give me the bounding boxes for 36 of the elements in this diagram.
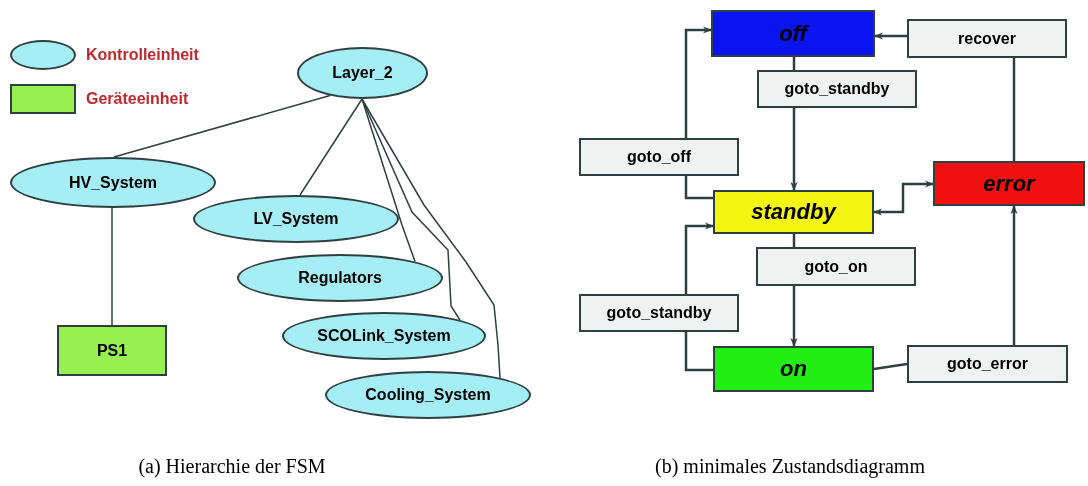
control-unit-ellipse: Cooling_System	[325, 371, 531, 419]
action-box: goto_standby	[757, 70, 917, 108]
connector-line	[684, 176, 713, 200]
action-box: goto_on	[756, 247, 916, 286]
action-box: goto_standby	[579, 294, 739, 332]
action-box: goto_error	[907, 345, 1068, 383]
state-box: off	[711, 10, 875, 57]
action-box: goto_off	[579, 138, 739, 176]
connector-line	[684, 332, 713, 372]
control-unit-ellipse: Regulators	[237, 254, 443, 302]
control-unit-ellipse: HV_System	[10, 157, 216, 208]
legend-label: Kontrolleinheit	[86, 45, 199, 65]
figure-caption: (b) minimales Zustandsdiagramm	[654, 454, 926, 480]
control-unit-ellipse: LV_System	[193, 195, 399, 243]
connector-line	[361, 98, 461, 321]
arrow	[1010, 205, 1018, 345]
connector-line	[1012, 58, 1016, 161]
device-unit-box: PS1	[57, 325, 167, 376]
arrow	[873, 180, 934, 216]
control-unit-ellipse: Layer_2	[297, 47, 428, 99]
arrow	[790, 108, 798, 191]
state-box: error	[933, 161, 1085, 206]
arrow	[874, 32, 907, 40]
arrow	[684, 26, 712, 138]
state-box: on	[713, 346, 874, 392]
control-unit-ellipse: SCOLink_System	[282, 312, 486, 360]
connector-line	[873, 362, 908, 371]
connector-line	[361, 98, 501, 379]
legend-label: Geräteeinheit	[86, 89, 189, 109]
figure-caption: (a) Hierarchie der FSM	[137, 454, 327, 480]
arrow	[684, 222, 714, 294]
connector-line	[299, 98, 363, 196]
arrow	[790, 286, 798, 347]
action-box: recover	[907, 19, 1067, 58]
state-box: standby	[713, 190, 874, 234]
connector-line	[111, 207, 113, 326]
